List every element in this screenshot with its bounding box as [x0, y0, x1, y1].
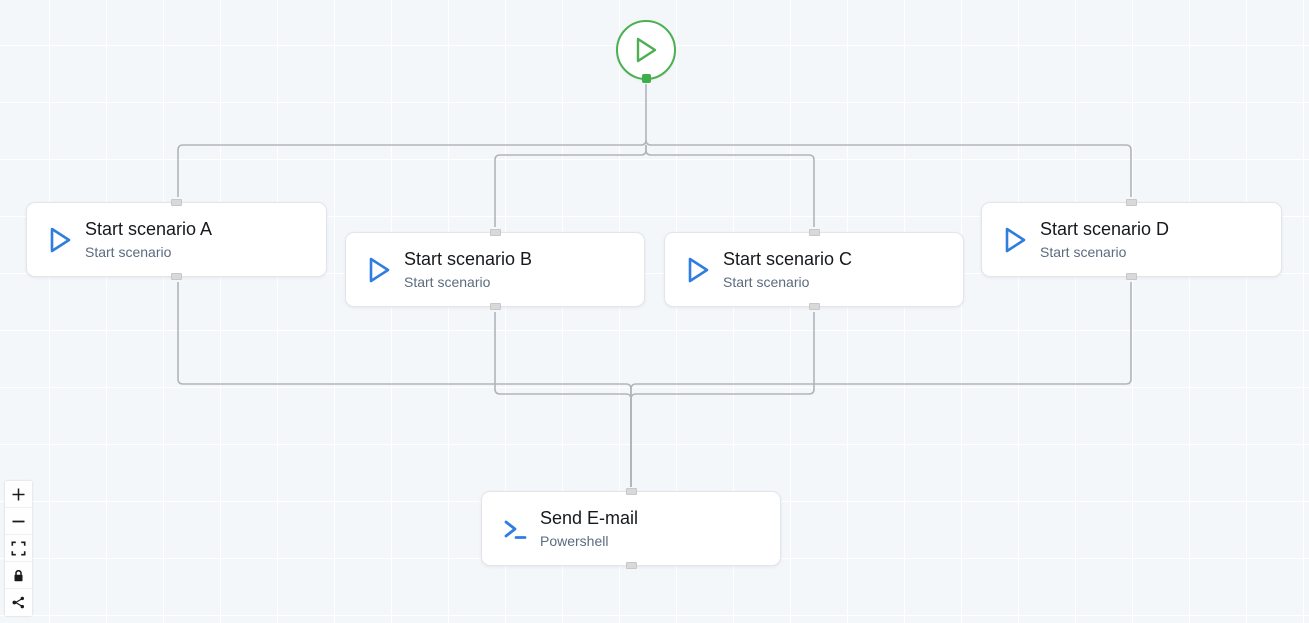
lock-icon [14, 569, 23, 581]
node-subtitle: Start scenario [1040, 243, 1127, 260]
canvas-controls [5, 481, 32, 616]
edge-start-to-a [177, 139, 647, 197]
target-handle[interactable] [171, 199, 182, 206]
node-subtitle: Powershell [540, 532, 609, 549]
edge-start-to-b [494, 145, 647, 227]
node-label-group: Start scenario A Start scenario [85, 218, 224, 262]
play-icon [35, 225, 85, 255]
node-subtitle: Start scenario [404, 273, 491, 290]
minus-icon [12, 520, 25, 522]
node-title: Send E-mail [540, 507, 639, 528]
node-subtitle: Start scenario [85, 243, 172, 260]
node-scenario-b[interactable]: Start scenario B Start scenario [345, 229, 645, 310]
play-icon [673, 255, 723, 285]
zoom-out-button[interactable] [5, 508, 32, 535]
edge-d-to-email [630, 282, 1132, 487]
node-label-group: Send E-mail Powershell [540, 507, 650, 551]
node-scenario-d[interactable]: Start scenario D Start scenario [981, 199, 1282, 280]
start-trigger-node[interactable] [616, 20, 676, 83]
terminal-prompt-icon [490, 514, 540, 544]
source-handle[interactable] [489, 303, 501, 310]
play-icon [636, 37, 657, 63]
edge-a-to-email [177, 282, 632, 487]
lock-button[interactable] [5, 562, 32, 589]
node-title: Start scenario B [404, 248, 533, 269]
source-handle[interactable] [808, 303, 820, 310]
target-handle[interactable] [625, 488, 637, 495]
source-handle[interactable] [171, 273, 182, 280]
fit-view-button[interactable] [5, 535, 32, 562]
edge-b-to-email [494, 312, 632, 487]
source-handle[interactable] [625, 562, 637, 569]
node-subtitle: Start scenario [723, 273, 810, 290]
fit-view-icon [11, 541, 26, 555]
plus-icon [12, 488, 25, 500]
edge-start-to-c [645, 145, 815, 227]
node-label-group: Start scenario D Start scenario [1040, 218, 1181, 262]
target-handle[interactable] [489, 229, 501, 236]
interactivity-button[interactable] [5, 589, 32, 616]
node-scenario-c[interactable]: Start scenario C Start scenario [664, 229, 964, 310]
node-scenario-a[interactable]: Start scenario A Start scenario [26, 199, 327, 280]
node-title: Start scenario D [1040, 218, 1170, 239]
source-handle[interactable] [1126, 273, 1137, 280]
share-nodes-icon [12, 596, 24, 609]
zoom-in-button[interactable] [5, 481, 32, 508]
node-send-email[interactable]: Send E-mail Powershell [481, 488, 781, 569]
node-title: Start scenario C [723, 248, 853, 269]
play-icon [354, 255, 404, 285]
target-handle[interactable] [808, 229, 820, 236]
edge-c-to-email [630, 312, 815, 487]
node-label-group: Start scenario C Start scenario [723, 248, 864, 292]
node-label-group: Start scenario B Start scenario [404, 248, 544, 292]
target-handle[interactable] [1126, 199, 1137, 206]
node-title: Start scenario A [85, 218, 213, 239]
edge-start-to-d [645, 139, 1132, 197]
source-handle[interactable] [641, 74, 651, 83]
play-icon [990, 225, 1040, 255]
